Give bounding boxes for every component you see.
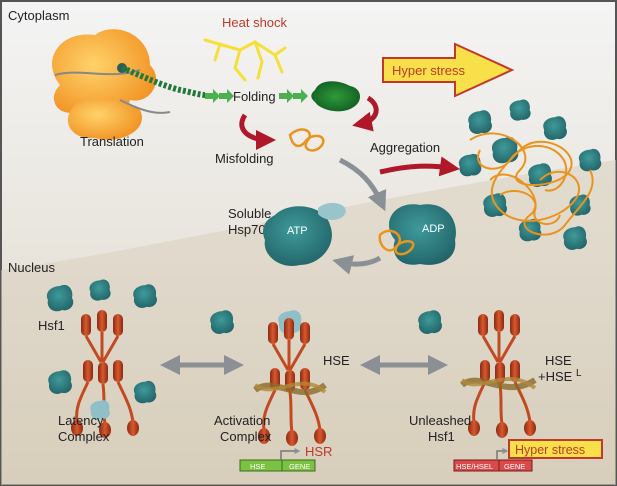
hyper-stress-label: Hyper stress (392, 63, 465, 78)
activation-label-1: Activation (214, 413, 270, 428)
hsf1-label: Hsf1 (38, 318, 65, 333)
unleashed-label-2: Hsf1 (428, 429, 455, 444)
soluble-label: Soluble (228, 206, 271, 221)
hyper-stress-box-label: Hyper stress (515, 443, 585, 457)
gene-hse-label: HSE (250, 462, 265, 471)
cytoplasm-label: Cytoplasm (8, 8, 69, 23)
aggregation-arrow (379, 156, 460, 177)
heat-shock-lightning-icon (203, 38, 287, 82)
hse-l-sup: L (576, 368, 582, 379)
gene-hse-hsel: HSE/HSEL GENE Hyper stress (453, 439, 603, 472)
aggregation-label: Aggregation (370, 140, 440, 155)
hsp70-cycle-arrow-top (338, 157, 387, 212)
misfolded-protein-icon (288, 128, 325, 152)
misfolding-arrow-right (352, 95, 379, 132)
activation-label-2: Complex (220, 429, 272, 444)
atp-label: ATP (287, 225, 308, 237)
gene2-hse-label: HSE/HSEL (456, 462, 493, 471)
free-hsp70-icon-1 (210, 310, 234, 334)
free-hsp70-icon-2 (418, 310, 442, 334)
folded-protein-icon (311, 81, 361, 112)
misfolding-label: Misfolding (215, 151, 274, 166)
folding-arrows-icon (205, 89, 308, 103)
heat-shock-label: Heat shock (222, 15, 288, 30)
activation-complex-icon (253, 310, 328, 448)
hsp70-adp-icon: ADP (378, 204, 456, 265)
hsp70-atp-icon: ATP (263, 202, 346, 266)
hse-l-label-2: +HSE (538, 369, 573, 384)
hyper-stress-arrow: Hyper stress (382, 42, 515, 98)
gene2-gene-label: GENE (504, 462, 525, 471)
unleashed-label-1: Unleashed (409, 413, 471, 428)
nucleus-label: Nucleus (8, 260, 55, 275)
aggregate-icon (458, 99, 602, 250)
adp-label: ADP (422, 223, 445, 235)
gene-gene-label: GENE (289, 462, 310, 471)
nascent-chain-icon (120, 65, 206, 98)
unleashed-hsf1-icon (460, 308, 538, 440)
latency-label-1: Latency (58, 413, 104, 428)
misfolding-arrow-left (239, 113, 276, 150)
nucleus-region (1, 160, 616, 485)
hsr-label: HSR (305, 444, 332, 459)
hsp70-cycle-arrow-bottom (332, 255, 382, 275)
hse-label: HSE (323, 353, 350, 368)
gene-hse: HSE GENE HSR (239, 444, 332, 472)
hsp70-label: Hsp70 (228, 222, 266, 237)
latency-label-2: Complex (58, 429, 110, 444)
hse-l-label-1: HSE (545, 353, 572, 368)
translation-label: Translation (80, 134, 144, 149)
folding-label: Folding (233, 89, 276, 104)
